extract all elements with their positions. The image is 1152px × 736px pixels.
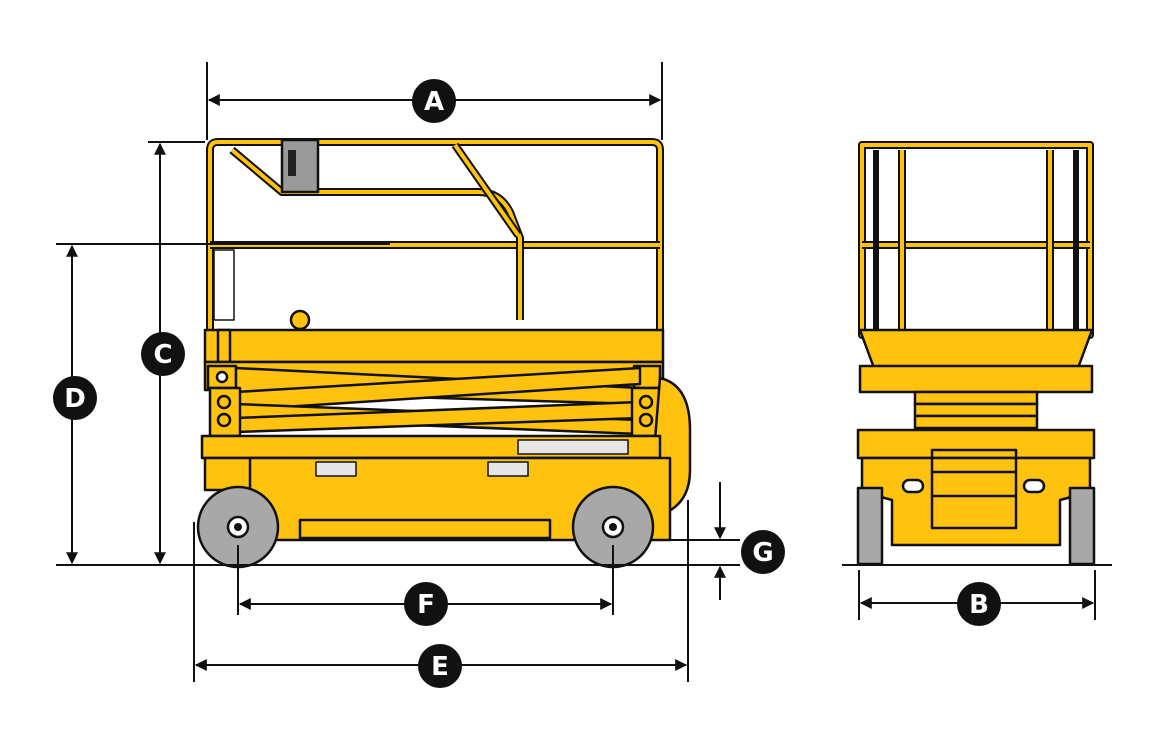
dim-label-B: B [957,582,1001,626]
svg-text:A: A [424,87,444,117]
svg-text:D: D [64,384,86,414]
dimension-labels: A C D F E G B [53,79,1001,688]
front-view [856,141,1096,566]
front-right-tire [1068,486,1096,566]
front-left-tire [856,486,884,566]
dim-label-A: A [412,79,456,123]
side-platform [203,328,665,364]
svg-text:E: E [431,652,449,682]
dim-label-G: G [741,530,785,574]
side-guardrail [206,138,664,335]
side-chassis [200,376,692,542]
front-guardrail [858,141,1094,339]
control-box [280,138,320,194]
beacon-icon [289,309,311,331]
side-view [196,138,692,569]
dim-label-F: F [404,582,448,626]
front-scissor-stack [913,390,1039,430]
side-scissor-arms [208,366,664,438]
svg-text:F: F [417,590,435,620]
svg-text:B: B [969,590,989,620]
dim-label-C: C [141,332,185,376]
dim-label-E: E [418,644,462,688]
dim-label-D: D [53,376,97,420]
svg-text:C: C [153,340,172,370]
svg-text:G: G [752,538,773,568]
front-platform [858,328,1094,370]
